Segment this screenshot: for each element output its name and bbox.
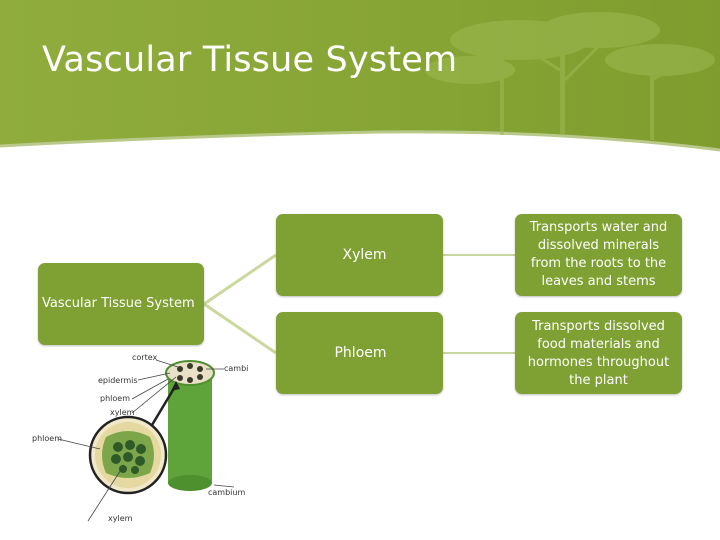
phloem-description: Transports dissolved food materials and …	[515, 312, 682, 394]
stem-cross-section-illustration: cortex epidermis phloem xylem cambium ph…	[32, 353, 248, 523]
magnified-section-icon	[88, 381, 180, 495]
label-epidermis: epidermis	[98, 376, 138, 385]
xylem-node-label: Xylem	[342, 247, 387, 263]
connector-root-xylem	[203, 253, 277, 306]
root-node-label: Vascular Tissue System	[42, 296, 195, 311]
stem-cylinder-icon	[165, 360, 215, 491]
xylem-description-text: Transports water and dissolved minerals …	[529, 220, 668, 289]
label-cambium-top: cambium	[224, 364, 248, 373]
label-cambium-bottom: cambium	[208, 488, 245, 497]
label-phloem-inner: phloem	[100, 394, 130, 403]
phloem-node-label: Phloem	[334, 345, 387, 361]
label-xylem-inner: xylem	[110, 408, 135, 417]
tree-silhouette-icon	[425, 12, 715, 140]
root-node: Vascular Tissue System	[38, 263, 204, 345]
xylem-node: Xylem	[276, 214, 443, 296]
title-banner	[0, 0, 720, 152]
phloem-node: Phloem	[276, 312, 443, 394]
label-cortex: cortex	[132, 353, 158, 362]
label-xylem-bottom: xylem	[108, 514, 133, 523]
slide-title: Vascular Tissue System	[42, 40, 458, 80]
label-phloem-outer: phloem	[32, 434, 62, 443]
xylem-description: Transports water and dissolved minerals …	[515, 214, 682, 296]
phloem-description-text: Transports dissolved food materials and …	[527, 319, 670, 388]
